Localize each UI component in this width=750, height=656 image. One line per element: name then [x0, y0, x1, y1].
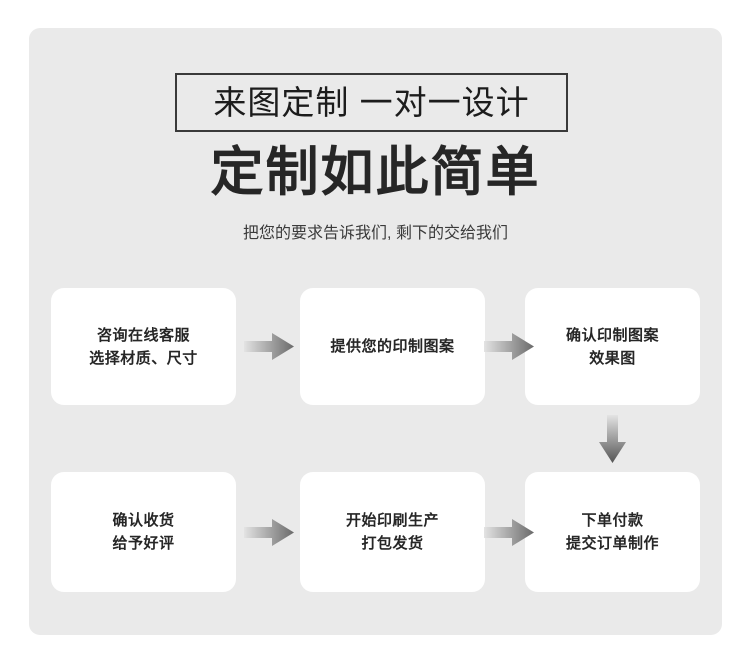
step-card-receive: 确认收货 给予好评: [51, 472, 236, 592]
step-card-print: 开始印刷生产 打包发货: [300, 472, 485, 592]
step-card-consult: 咨询在线客服 选择材质、尺寸: [51, 288, 236, 405]
headline-badge-text: 来图定制 一对一设计: [213, 84, 530, 121]
step-card-artwork: 提供您的印制图案: [300, 288, 485, 405]
step-card-receive-label: 确认收货 给予好评: [112, 512, 175, 552]
arrow-right-icon: [484, 333, 534, 360]
step-card-pay: 下单付款 提交订单制作: [525, 472, 700, 592]
step-card-artwork-label: 提供您的印制图案: [330, 338, 455, 355]
arrow-down-icon: [599, 415, 626, 463]
step-card-proof: 确认印制图案 效果图: [525, 288, 700, 405]
step-card-pay-label: 下单付款 提交订单制作: [565, 512, 659, 552]
page-subtitle: 把您的要求告诉我们, 剩下的交给我们: [243, 225, 508, 242]
page-title: 定制如此简单: [210, 143, 541, 202]
step-card-consult-label: 咨询在线客服 选择材质、尺寸: [89, 326, 198, 367]
arrow-right-icon: [244, 333, 294, 360]
arrow-right-icon: [484, 519, 534, 546]
arrow-right-icon: [244, 519, 294, 546]
step-card-print-label: 开始印刷生产 打包发货: [345, 512, 439, 552]
step-card-proof-label: 确认印制图案 效果图: [565, 326, 659, 367]
headline-badge: 来图定制 一对一设计: [175, 73, 568, 132]
content-panel: 来图定制 一对一设计 定制如此简单 把您的要求告诉我们, 剩下的交给我们 咨询在…: [29, 28, 722, 635]
